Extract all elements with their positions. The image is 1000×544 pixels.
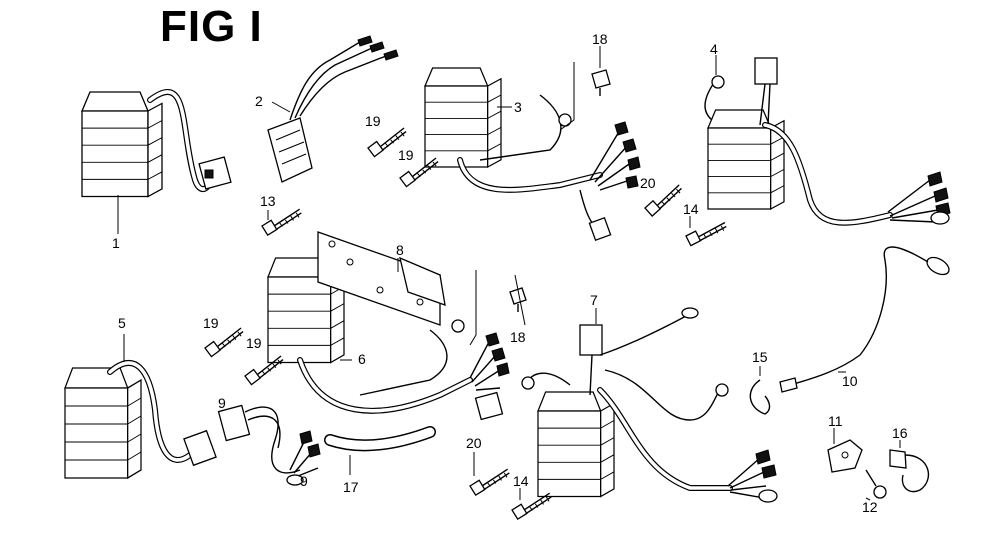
callout-19-top-b: 19 [398, 147, 414, 163]
part-16-band-clamp [889, 440, 930, 493]
callout-11: 11 [828, 413, 843, 429]
callout-15: 15 [752, 349, 768, 365]
callout-3: 3 [514, 99, 522, 115]
part-20-bolts [467, 183, 688, 497]
part-17-hose [324, 426, 436, 475]
callout-1: 1 [112, 235, 120, 251]
callout-12: 12 [862, 499, 878, 515]
callout-6: 6 [358, 351, 366, 367]
part-15-clamp [749, 366, 771, 415]
callout-2: 2 [255, 93, 263, 109]
callout-14-bottom: 14 [513, 473, 529, 489]
part-12-bolt [865, 469, 887, 501]
part-13-bolt [259, 208, 305, 237]
callout-20-bottom: 20 [466, 435, 482, 451]
part-2-connector-harness [267, 35, 399, 183]
part-10-wire-lead [779, 246, 950, 393]
callout-9-connector: 9 [218, 395, 226, 411]
callout-13: 13 [260, 193, 276, 209]
callout-17: 17 [343, 479, 359, 495]
part-5-regulator [64, 334, 217, 479]
part-11-clip-bracket [827, 428, 863, 473]
part-7-regulator [521, 307, 778, 503]
part-8-bracket [317, 231, 446, 326]
callout-8: 8 [396, 242, 404, 258]
callout-4: 4 [710, 41, 718, 57]
part-4-regulator [704, 55, 951, 226]
callout-10: 10 [842, 373, 858, 389]
part-9-connector [217, 404, 321, 486]
callout-14-right: 14 [683, 201, 699, 217]
callout-18-top: 18 [592, 31, 608, 47]
callout-19-mid-b: 19 [246, 335, 262, 351]
callout-16: 16 [892, 425, 908, 441]
callout-19-top-a: 19 [365, 113, 381, 129]
callout-5: 5 [118, 315, 126, 331]
callout-19-mid-a: 19 [203, 315, 219, 331]
callout-20-right: 20 [640, 175, 656, 191]
part-3-regulator [424, 67, 641, 242]
callout-9-harness: 9 [300, 473, 308, 489]
callout-18-center: 18 [510, 329, 526, 345]
part-14-bolts [509, 216, 729, 521]
part-6-regulator [267, 257, 510, 421]
figure-title: FIG I [160, 2, 263, 51]
part-18-screws [469, 46, 611, 346]
part-1-regulator [81, 89, 232, 234]
callout-7: 7 [590, 292, 598, 308]
